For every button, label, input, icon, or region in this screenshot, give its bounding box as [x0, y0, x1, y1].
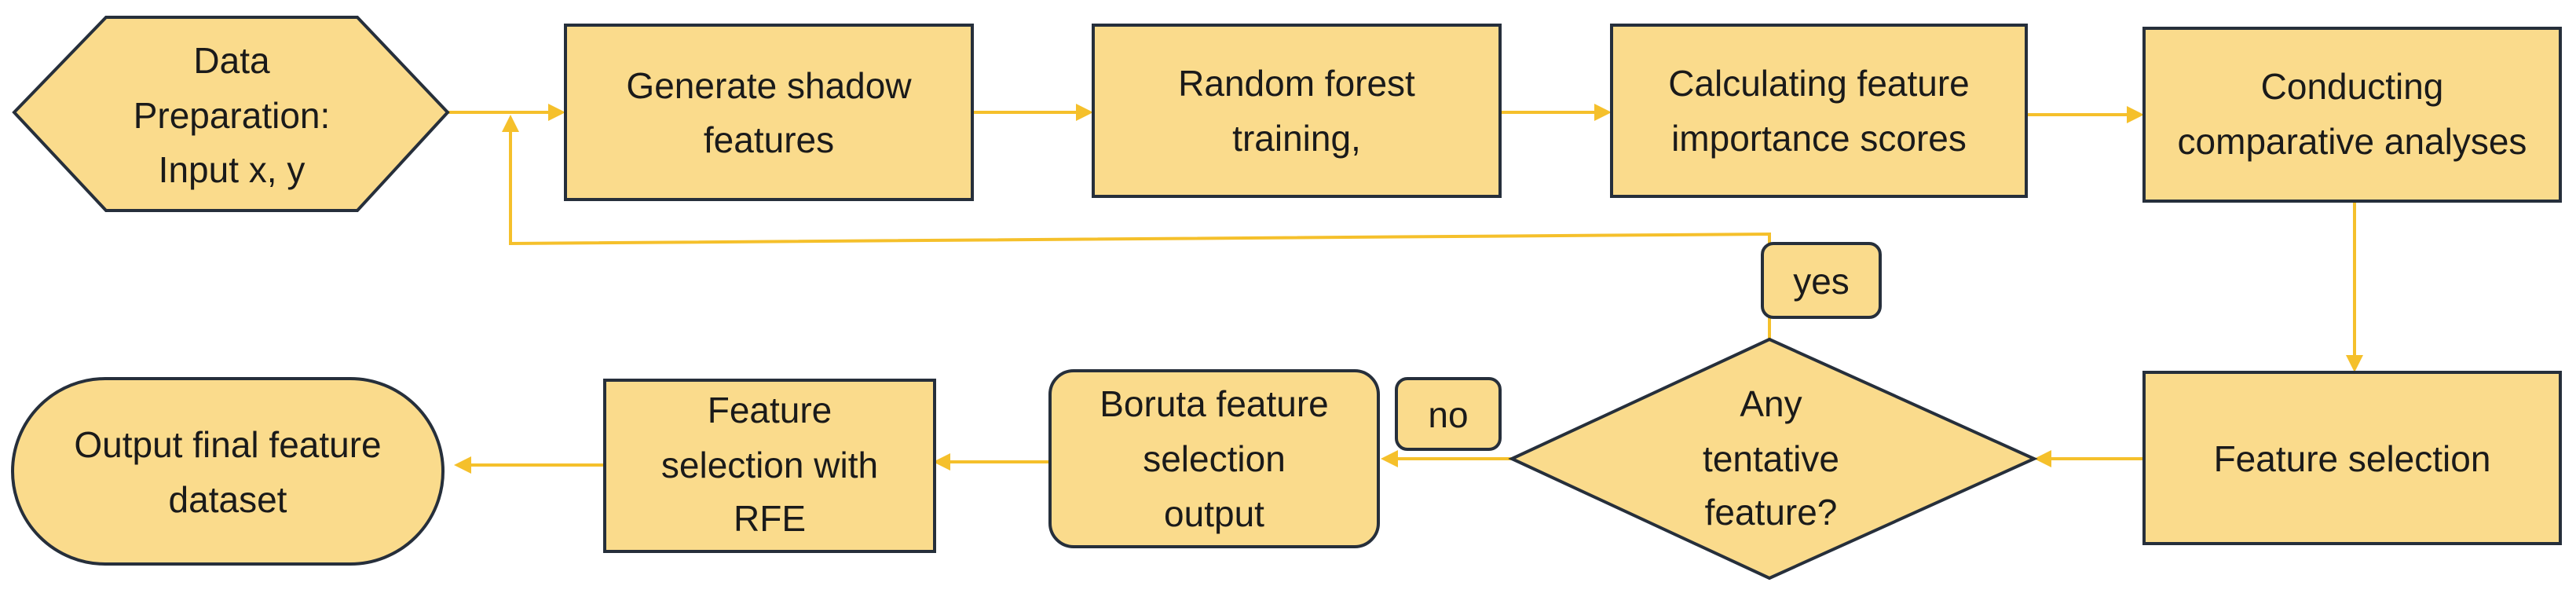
- output-final-line1: Output final feature: [74, 424, 381, 465]
- arrowhead-prep-to-shadow: [548, 104, 565, 121]
- feature-selection-label: Feature selection: [2214, 438, 2491, 479]
- hexagon-shape: [12, 16, 450, 212]
- no-label-shape: [1395, 377, 1502, 451]
- random-forest-line1: Random forest: [1178, 63, 1415, 104]
- arrowhead-tentative-to-boruta: [1381, 450, 1398, 467]
- rfe-line1: Feature: [708, 390, 832, 430]
- terminal-shape: [11, 377, 445, 566]
- node-output-final-dataset: Output final feature dataset: [11, 377, 445, 566]
- process-box: [603, 379, 936, 553]
- node-data-preparation: Data Preparation: Input x, y: [12, 16, 450, 212]
- arrowhead-importance-to-comparative: [2127, 106, 2144, 123]
- boruta-output-line1: Boruta feature: [1100, 383, 1329, 424]
- node-conducting-comparative: Conducting comparative analyses: [2142, 27, 2562, 203]
- node-random-forest-training: Random forest training,: [1092, 24, 1502, 198]
- node-any-tentative-decision: Any tentative feature?: [1508, 337, 2038, 581]
- data-preparation-line1: Data: [193, 40, 270, 81]
- rfe-line2: selection with: [661, 445, 878, 485]
- process-box: [2142, 371, 2562, 545]
- no-label: no: [1428, 394, 1468, 435]
- arrowhead-shadow-to-rf: [1076, 104, 1093, 121]
- arrowhead-comparative-to-selection: [2346, 355, 2363, 372]
- node-generate-shadow-features: Generate shadow features: [564, 24, 974, 201]
- conducting-comparative-line1: Conducting: [2261, 66, 2444, 107]
- arrowhead-selection-to-tentative: [2034, 450, 2051, 467]
- calculating-importance-line2: importance scores: [1671, 118, 1967, 159]
- tentative-line2: tentative: [1703, 438, 1839, 479]
- generate-shadow-line1: Generate shadow: [626, 65, 912, 106]
- tentative-line1: Any: [1740, 383, 1802, 424]
- node-rfe: Feature selection with RFE: [603, 379, 936, 553]
- arrowhead-boruta-to-rfe: [933, 453, 950, 471]
- data-preparation-line2: Preparation:: [134, 95, 331, 136]
- process-box: [1610, 24, 2028, 198]
- rounded-box: [1048, 369, 1380, 548]
- arrowhead-rfe-to-final: [454, 456, 471, 474]
- yes-label-box: yes: [1761, 242, 1882, 319]
- process-box: [1092, 24, 1502, 198]
- arrowhead-rf-to-importance: [1594, 104, 1612, 121]
- yes-label: yes: [1793, 261, 1850, 302]
- decision-diamond: [1508, 337, 2038, 581]
- no-label-box: no: [1395, 377, 1502, 451]
- conducting-comparative-line2: comparative analyses: [2178, 121, 2527, 162]
- boruta-output-line2: selection: [1143, 438, 1286, 479]
- rfe-line3: RFE: [734, 498, 806, 539]
- process-box: [2142, 27, 2562, 203]
- tentative-line3: feature?: [1705, 492, 1838, 533]
- node-calculating-importance: Calculating feature importance scores: [1610, 24, 2028, 198]
- calculating-importance-line1: Calculating feature: [1668, 63, 1970, 104]
- yes-label-shape: [1761, 242, 1882, 319]
- random-forest-line2: training,: [1232, 118, 1361, 159]
- arrowhead-yes-loop: [502, 115, 519, 132]
- data-preparation-line3: Input x, y: [159, 149, 306, 190]
- output-final-line2: dataset: [169, 479, 287, 520]
- generate-shadow-line2: features: [704, 119, 834, 160]
- process-box: [564, 24, 974, 201]
- boruta-output-line3: output: [1164, 493, 1264, 534]
- node-feature-selection: Feature selection: [2142, 371, 2562, 545]
- node-boruta-output: Boruta feature selection output: [1048, 369, 1380, 548]
